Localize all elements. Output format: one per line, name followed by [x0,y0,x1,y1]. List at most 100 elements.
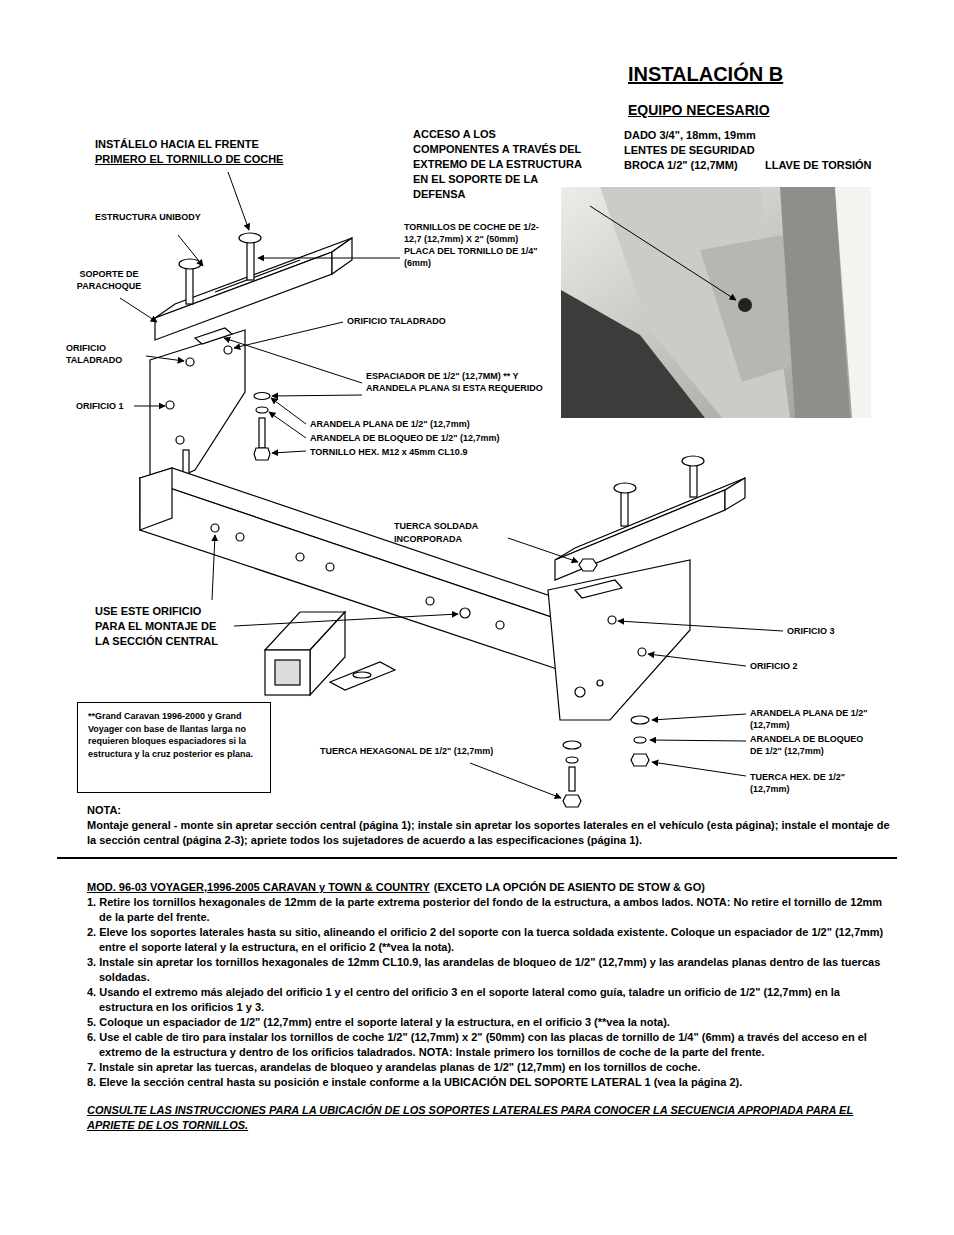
part-label: ESTRUCTURA UNIBODY [95,211,201,223]
leader-line [272,395,362,396]
step-text: 3. Instale sin apretar los tornillos hex… [87,955,895,985]
illustration-part [460,608,470,618]
photo [561,187,871,418]
illustration-part [195,328,232,344]
part-label: ORIFICIO 3 [787,625,835,637]
leader-line [215,260,300,292]
closing-note: CONSULTE LAS INSTRUCCIONES PARA LA UBICA… [87,1103,895,1133]
illustration-part [332,238,352,274]
leader-line [212,535,215,600]
leader-line [134,406,165,407]
part-label: ESPACIADOR DE 1/2" (12,7MM) ** Y ARANDEL… [366,370,556,394]
leader-line [269,412,306,438]
part-label: TUERCA SOLDADA INCORPORADA [394,520,514,546]
illustration-part [631,716,649,724]
illustration-part [247,242,254,280]
leader-line [590,206,736,300]
illustration-part [835,187,871,418]
callout-label: USE ESTE ORIFICIO PARA EL MONTAJE DE LA … [95,604,230,649]
illustration-part [275,660,300,685]
model-exception: (EXCETO LA OPCIÓN DE ASIENTO DE STOW & G… [434,881,705,893]
illustration-part [224,346,232,354]
illustration-part [561,187,871,418]
step-text: 8. Eleve la sección central hasta su pos… [87,1075,895,1090]
illustration-part [555,490,725,580]
note-text: **Grand Caravan 1996-2000 y Grand Voyage… [88,710,256,760]
illustration-part [634,737,646,743]
illustration-part [330,662,395,690]
leader-line [508,538,578,562]
step-text: 7. Instale sin apretar las tuercas, aran… [87,1060,895,1075]
illustration-part [638,648,646,656]
leader-line [650,740,746,741]
illustration-part [597,680,603,686]
illustration-part [575,580,622,598]
page-title: INSTALACIÓN B [628,62,783,86]
illustration-part [265,650,310,695]
illustration-part [254,448,270,460]
part-label: ARANDELA DE BLOQUEO DE 1/2" (12,7mm) [310,432,499,444]
leader-line [652,714,746,720]
illustration-part [259,418,265,448]
callout-label: INSTÁLELO HACIA EL FRENTE [95,137,259,151]
step-text: 5. Coloque un espaciador de 1/2" (12,7mm… [87,1015,895,1030]
step-text: 4. Usando el extremo más alejado del ori… [87,985,895,1015]
step-text: 1. Retire los tornillos hexagonales de 1… [87,895,895,925]
model-heading: MOD. 96-03 VOYAGER,1996-2005 CARAVAN y T… [87,881,430,893]
illustration-part [569,767,575,791]
illustration-part [566,757,578,763]
illustration-part [166,401,174,409]
equipment-item: BROCA 1/2" (12,7MM) [624,158,738,172]
leader-line [618,621,783,631]
illustration-part [296,553,304,561]
illustration-part [548,560,690,720]
illustration-part [183,450,189,474]
illustration-part [631,754,649,766]
note-text: Montaje general - monte sin apretar secc… [87,818,892,848]
receiver [265,612,395,695]
part-label: TUERCA HEXAGONAL DE 1/2" (12,7mm) [320,745,493,757]
note-box: **Grand Caravan 1996-2000 y Grand Voyage… [77,702,271,793]
illustration-part [575,687,585,697]
illustration-part [682,456,704,466]
part-label: ARANDELA DE BLOQUEO DE 1/2" (12,7mm) [750,733,870,757]
leader-line [652,762,746,776]
instructions-block: MOD. 96-03 VOYAGER,1996-2005 CARAVAN y T… [87,877,895,1133]
callout-label: PRIMERO EL TORNILLO DE COCHE [95,152,283,166]
illustration-part [326,563,334,571]
equipment-item: LENTES DE SEGURIDAD [624,143,755,157]
illustration-part [426,597,434,605]
step-text: 2. Eleve los soportes laterales hasta su… [87,925,895,955]
leader-line [234,322,343,348]
leader-line [234,614,458,626]
part-label: ORIFICIO TALADRADO [347,315,446,327]
illustration-part [614,483,636,493]
illustration-part [176,436,184,444]
illustration-part [621,490,628,526]
part-label: ARANDELA PLANA DE 1/2" (12,7mm) [750,707,880,731]
illustration-part [211,524,219,532]
illustration-part [155,252,332,340]
model-line: MOD. 96-03 VOYAGER,1996-2005 CARAVAN y T… [87,877,895,895]
part-label: ORIFICIO TALADRADO [66,342,141,366]
illustration-part [725,478,745,510]
illustration-part [563,795,581,807]
leader-line [258,258,400,259]
illustration-part [496,621,504,629]
illustration-part [738,298,752,312]
leader-line [271,398,306,424]
illustration-part [179,259,201,269]
leader-line [272,451,306,453]
leader-line [470,763,561,798]
illustration-part [563,741,581,749]
part-label: TORNILLOS DE COCHE DE 1/2-12,7 (12,7mm) … [404,221,549,269]
illustration-part [608,616,616,624]
leader-line [648,654,746,666]
callout-label: ACCESO A LOS COMPONENTES A TRAVÉS DEL EX… [413,127,583,202]
leader-line [224,338,362,383]
part-label: TUERCA HEX. DE 1/2" (12,7mm) [750,771,880,795]
illustration-part [690,463,697,497]
illustration-part [186,268,193,304]
illustration-part [186,358,194,366]
